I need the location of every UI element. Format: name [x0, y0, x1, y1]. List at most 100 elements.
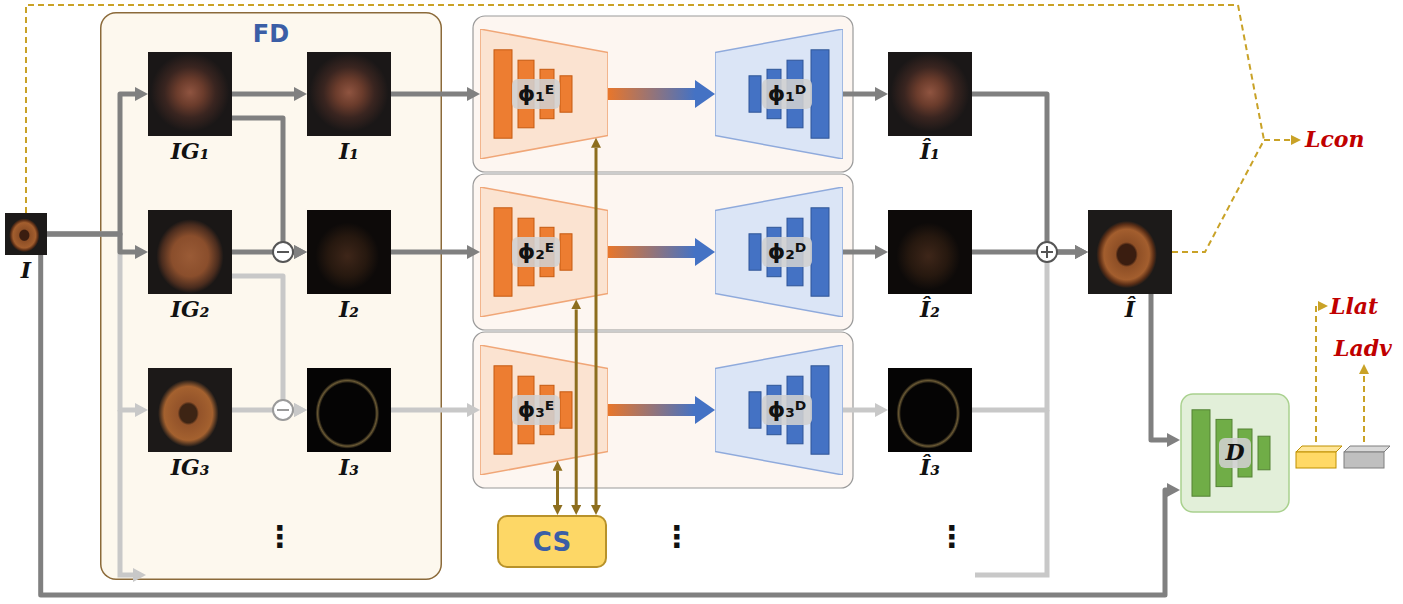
decoder-outline: [715, 345, 843, 475]
encoder-block: ϕ₂ᴱ: [480, 187, 608, 317]
reconstructed-image: Î₁: [888, 52, 972, 163]
connector-arrow: [843, 92, 875, 97]
minus-symbol: [273, 242, 293, 262]
connector-arrow: [608, 246, 695, 258]
connector-arrow: [556, 471, 559, 505]
image-label: Î₁: [920, 139, 940, 163]
image-label: I: [21, 258, 31, 282]
decoder-outline: [715, 29, 843, 159]
minus-symbol: [273, 400, 293, 420]
gaussian-image: IG₃: [148, 368, 232, 479]
gaussian-image: IG₁: [148, 52, 232, 163]
decoder-outline: [715, 187, 843, 317]
connector-arrow: [608, 404, 695, 416]
connector-arrow: [232, 92, 294, 97]
minus-symbol: [273, 400, 293, 420]
photo-thumbnail: [1088, 210, 1172, 294]
encoder-label: ϕ₃ᴱ: [512, 395, 561, 425]
fd-panel: FD IG₁ I₁ IG₂ I₂ IG₃ I₃: [100, 12, 442, 580]
ellipsis-dots: ⋮: [937, 522, 967, 552]
connector-arrow: [47, 94, 135, 234]
layer-block: [811, 208, 829, 296]
decoder-label: ϕ₃ᴰ: [762, 395, 813, 425]
photo-thumbnail: [307, 52, 391, 136]
connector-arrow: [47, 234, 135, 252]
image-label: I₁: [339, 139, 359, 163]
more-levels-wire: [120, 410, 133, 575]
latent-feature-block: [1296, 446, 1342, 452]
branch-panel: [473, 16, 853, 172]
module-label: FD: [100, 20, 442, 48]
connector-arrow: [595, 148, 598, 505]
output-image: Î: [1088, 210, 1172, 321]
loss-label-holder: Llat: [1330, 294, 1378, 318]
decoder-block: ϕ₃ᴰ: [715, 345, 843, 475]
loss-leader: [1172, 140, 1264, 252]
decoder-block: ϕ₂ᴰ: [715, 187, 843, 317]
connector-arrow: [391, 408, 467, 413]
connector-arrow: [232, 276, 294, 410]
layer-block: [494, 208, 512, 296]
discriminator: D: [1180, 393, 1290, 513]
minus-symbol: [277, 251, 289, 253]
discriminator-outline: [1181, 394, 1289, 512]
photo-thumbnail: [148, 210, 232, 294]
reconstructed-image: Î₂: [888, 210, 972, 321]
loss-leader: [26, 5, 1264, 213]
layer-block: [494, 366, 512, 454]
connector-arrow: [972, 252, 1075, 410]
decoder-label: ϕ₂ᴰ: [762, 237, 813, 267]
image-label: Î₂: [920, 297, 940, 321]
layer-block: [811, 50, 829, 138]
layer-block: [560, 234, 572, 270]
layer-block: [811, 366, 829, 454]
decoder-label: ϕ₁ᴰ: [762, 79, 813, 109]
loss-label-holder: Ladv: [1334, 336, 1392, 360]
loss-leader: [1316, 306, 1318, 452]
image-label: IG₃: [171, 455, 210, 479]
more-levels-wire: [975, 410, 1047, 575]
plus-symbol: [1037, 242, 1057, 262]
ellipsis-dots-holder: ⋮: [265, 522, 295, 552]
photo-thumbnail: [307, 368, 391, 452]
frequency-image: I₃: [307, 368, 391, 479]
encoder-block: ϕ₁ᴱ: [480, 29, 608, 159]
connector-arrow: [843, 408, 875, 413]
minus-symbol: [273, 242, 293, 262]
reconstructed-image: Î₃: [888, 368, 972, 479]
layer-block: [1192, 410, 1210, 496]
photo-thumbnail: [148, 368, 232, 452]
photo-thumbnail: [5, 213, 47, 255]
layer-block: [560, 76, 572, 112]
connector-arrow: [232, 118, 294, 252]
frequency-image: I₁: [307, 52, 391, 163]
discriminator-label: D: [1219, 438, 1250, 468]
branch-panel: [473, 174, 853, 330]
connector-arrow: [972, 250, 1075, 255]
encoder-outline: [480, 345, 608, 475]
score-block: [1344, 446, 1390, 452]
ellipsis-dots: ⋮: [662, 522, 692, 552]
encoder-block: ϕ₃ᴱ: [480, 345, 608, 475]
photo-thumbnail: [307, 210, 391, 294]
loss-label: Ladv: [1334, 336, 1392, 360]
loss-label: Llat: [1330, 294, 1378, 318]
loss-label-holder: Lcon: [1305, 127, 1365, 151]
decoder-block: ϕ₁ᴰ: [715, 29, 843, 159]
image-label: Î₃: [920, 455, 940, 479]
image-label: Î: [1125, 297, 1135, 321]
photo-thumbnail: [888, 52, 972, 136]
loss-leader: [1264, 139, 1291, 141]
encoder-outline: [480, 187, 608, 317]
layer-block: [494, 50, 512, 138]
frequency-image: I₂: [307, 210, 391, 321]
layer-block: [1258, 436, 1270, 470]
encoder-label: ϕ₁ᴱ: [512, 79, 561, 109]
cs-module: CS: [497, 515, 607, 568]
image-label: IG₂: [171, 297, 210, 321]
connector-arrow: [41, 255, 1167, 595]
encoder-label: ϕ₂ᴱ: [512, 237, 561, 267]
loss-leader: [1363, 374, 1365, 452]
